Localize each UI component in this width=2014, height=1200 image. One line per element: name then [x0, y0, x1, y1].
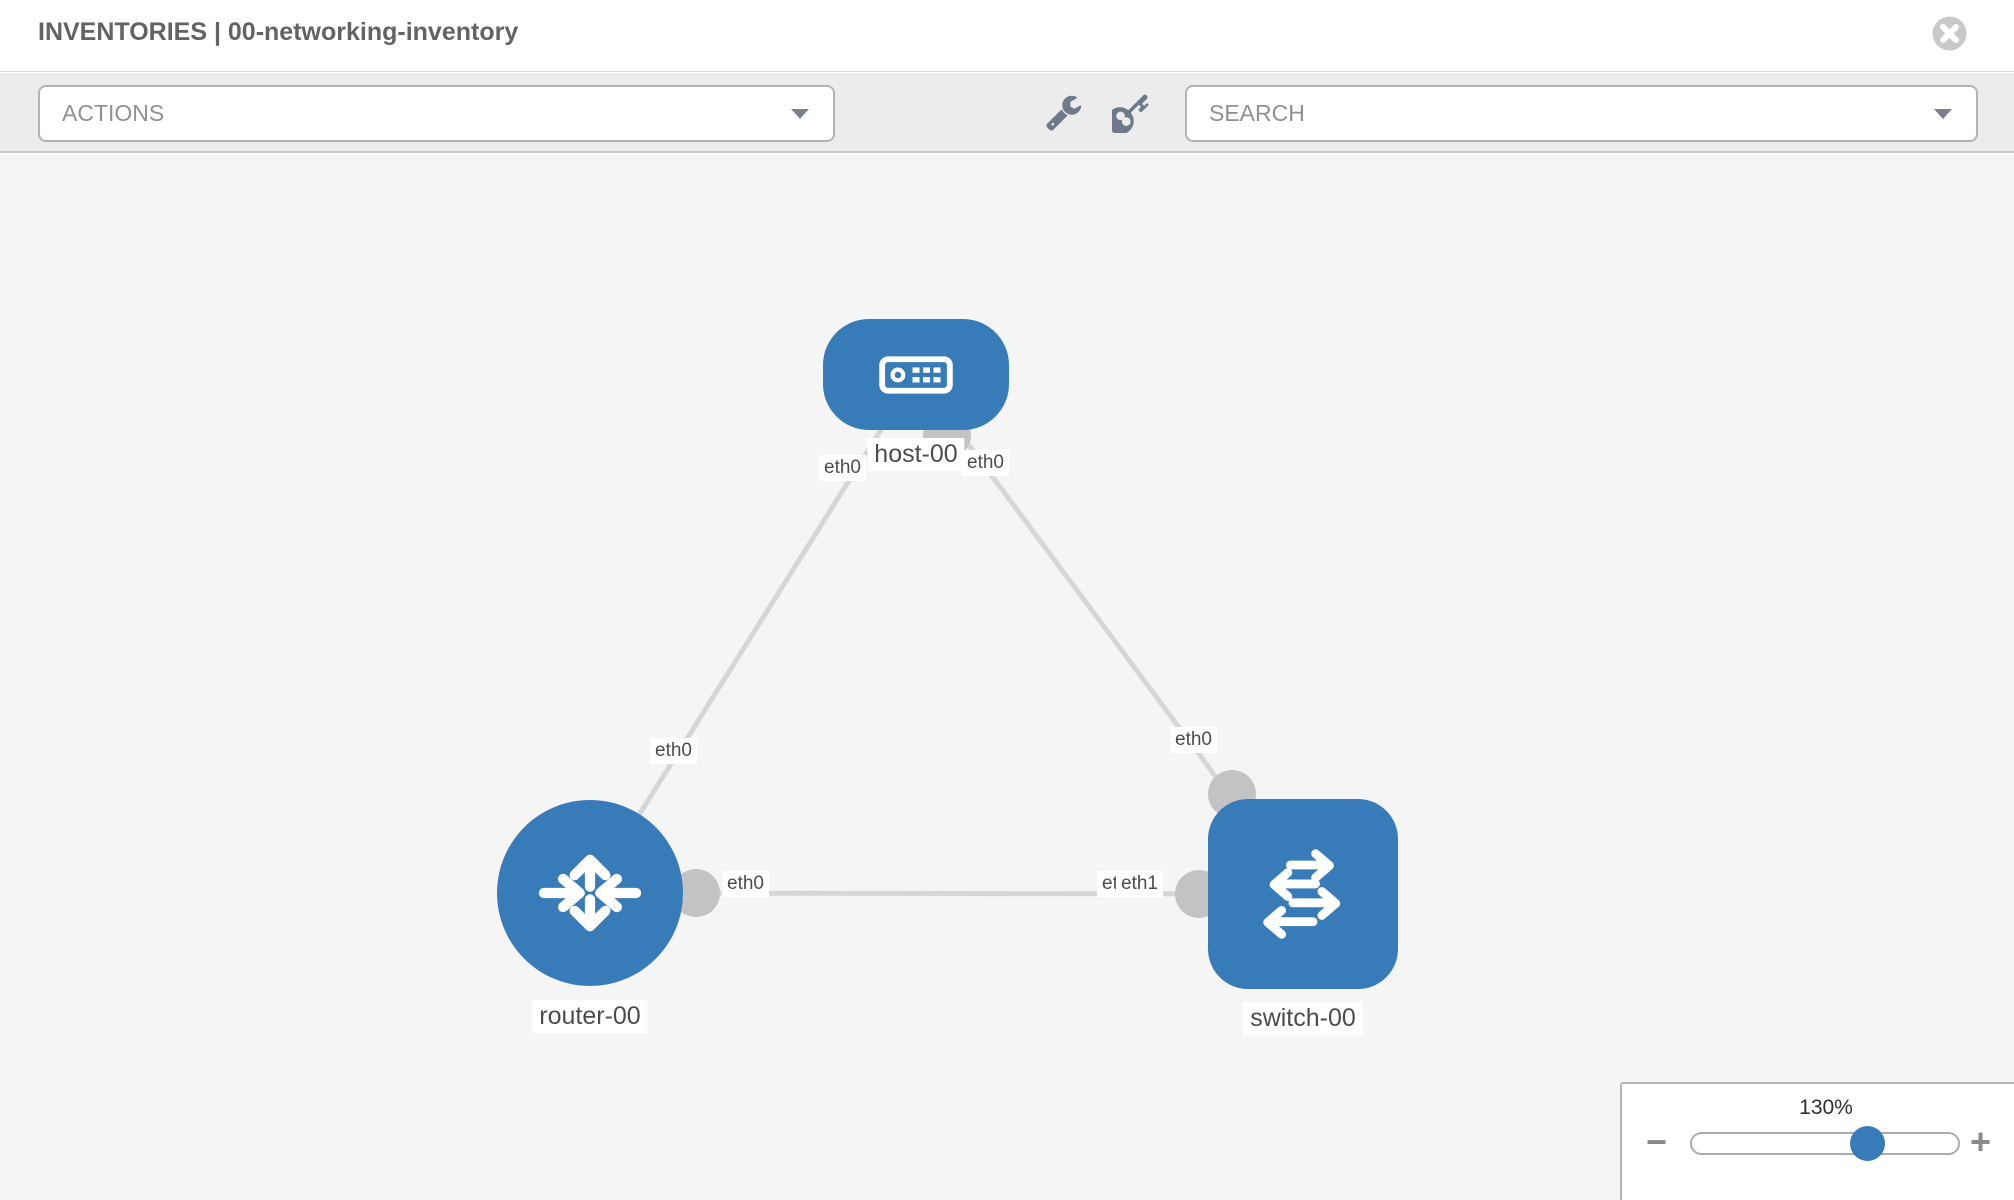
if-label-host-eth0-right: eth0 — [962, 450, 1009, 476]
topology-canvas[interactable]: host-00 router-00 switch-00 eth0 eth0 et… — [0, 155, 2014, 1200]
zoom-panel: 130% − + — [1620, 1082, 2014, 1200]
wrench-icon — [1046, 95, 1082, 131]
zoom-slider-thumb[interactable] — [1850, 1126, 1885, 1161]
node-host-00[interactable] — [823, 319, 1009, 430]
if-label-switch-eth1: eth1 — [1116, 871, 1163, 897]
key-icon — [1106, 94, 1150, 135]
search-dropdown[interactable]: SEARCH — [1185, 85, 1978, 142]
chevron-down-icon — [791, 108, 809, 119]
wrench-button[interactable] — [1046, 93, 1086, 133]
server-icon — [879, 355, 953, 394]
zoom-out-button[interactable]: − — [1646, 1121, 1668, 1162]
header: INVENTORIES | 00-networking-inventory — [0, 0, 2014, 72]
port-router-eth0[interactable] — [672, 869, 720, 917]
topology-links-layer — [587, 372, 1306, 918]
toolbar: ACTIONS SEARCH — [0, 73, 2014, 153]
key-button[interactable] — [1106, 93, 1152, 135]
chevron-down-icon — [1934, 108, 1952, 119]
if-label-router-eth0: eth0 — [722, 871, 769, 897]
switch-arrows-icon — [1263, 849, 1341, 939]
actions-dropdown[interactable]: ACTIONS — [38, 85, 835, 142]
if-label-host-eth0-left: eth0 — [819, 455, 866, 481]
close-icon — [1932, 16, 1967, 51]
page-title: INVENTORIES | 00-networking-inventory — [38, 18, 519, 46]
actions-dropdown-label: ACTIONS — [62, 100, 165, 126]
node-label-router: router-00 — [532, 1000, 648, 1034]
if-label-router-eth0-uplink: eth0 — [650, 738, 697, 764]
close-button[interactable] — [1932, 16, 1967, 51]
router-arrows-icon — [538, 854, 642, 932]
zoom-level: 130% — [1799, 1096, 1853, 1119]
node-switch-00[interactable] — [1208, 799, 1398, 989]
node-router-00[interactable] — [497, 800, 683, 986]
if-label-switch-eth0-uplink: eth0 — [1170, 727, 1217, 753]
node-label-switch: switch-00 — [1243, 1002, 1363, 1036]
zoom-in-button[interactable]: + — [1970, 1121, 1992, 1162]
search-placeholder-label: SEARCH — [1209, 100, 1305, 126]
node-label-host: host-00 — [867, 438, 965, 472]
zoom-slider[interactable] — [1690, 1126, 1960, 1161]
